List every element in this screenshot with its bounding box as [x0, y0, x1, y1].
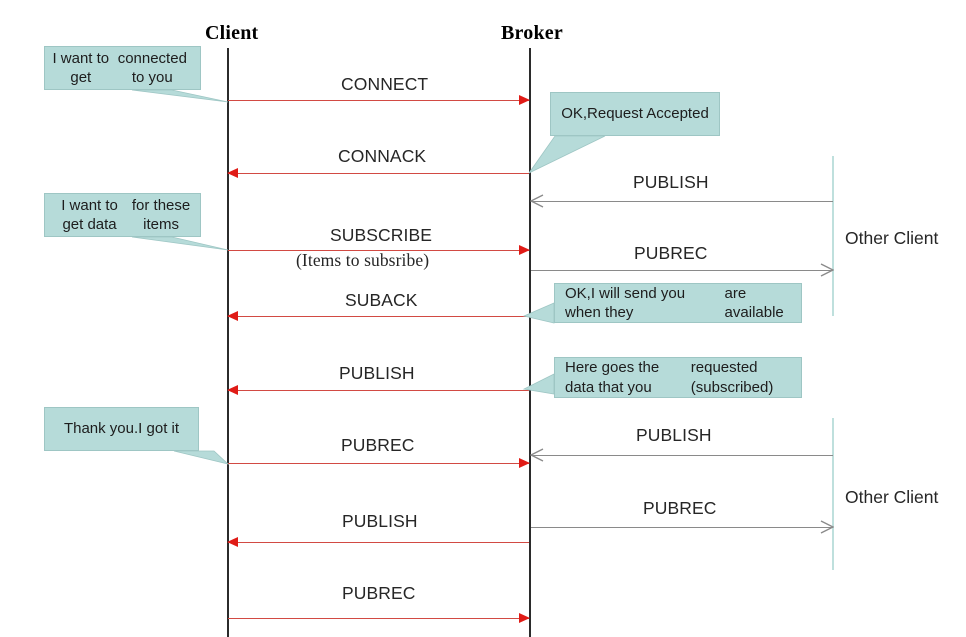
arrow-head-left-icon: [227, 536, 238, 547]
message-label-subscribe: SUBSCRIBE: [330, 225, 433, 245]
message-label-other-pubrec-1: PUBREC: [634, 243, 708, 263]
message-label-other-publish-2: PUBLISH: [636, 425, 712, 445]
callout-box: I want to get data for these items: [44, 193, 201, 237]
arrow-shaft: [228, 100, 529, 101]
callout-line-2: requested (subscribed): [690, 359, 774, 396]
callout-box: OK, Request Accepted: [550, 92, 720, 136]
callout-line-1: OK,I will send you when they: [565, 284, 686, 321]
message-label-pubrec-2: PUBREC: [342, 583, 416, 603]
callout-line-1: OK,: [561, 105, 588, 123]
arrow-head-right-icon: [519, 457, 530, 468]
arrow-head-open-right-icon: [820, 263, 834, 277]
lifeline-broker: [529, 48, 531, 637]
message-sublabel-subscribe-items: (Items to subsribe): [296, 250, 430, 270]
lifeline-other-client-1: [832, 156, 834, 316]
arrow-head-left-icon: [227, 384, 238, 395]
callout-box: Here goes the data that you requested (s…: [554, 357, 802, 398]
callout-box: I want to get connected to you: [44, 46, 201, 90]
arrow-shaft: [228, 250, 529, 251]
actor-header-client: Client: [205, 22, 259, 44]
message-label-connect: CONNECT: [341, 74, 429, 94]
callout-line-2: Request Accepted: [587, 105, 709, 123]
arrow-head-right-icon: [519, 612, 530, 623]
arrow-head-left-icon: [227, 310, 238, 321]
other-client-label-1: Other Client: [845, 228, 939, 248]
callout-line-1: Thank you.: [63, 420, 139, 438]
callout-line-1: I want to get: [52, 49, 110, 86]
message-label-pubrec-1: PUBREC: [341, 435, 415, 455]
arrow-shaft: [228, 173, 529, 174]
message-label-suback: SUBACK: [345, 290, 418, 310]
callout-line-2: connected to you: [117, 49, 187, 86]
message-label-connack: CONNACK: [338, 146, 427, 166]
callout-line-2: for these items: [131, 196, 191, 233]
callout-line-2: are available: [724, 284, 784, 321]
arrow-shaft: [228, 390, 529, 391]
arrow-head-right-icon: [519, 94, 530, 105]
lifeline-client: [227, 48, 229, 637]
actor-header-broker: Broker: [501, 22, 563, 44]
message-label-other-publish-1: PUBLISH: [633, 172, 709, 192]
arrow-head-open-left-icon: [530, 194, 544, 208]
callout-box: Thank you. I got it: [44, 407, 199, 451]
callout-line-1: I want to get data: [61, 196, 118, 233]
arrow-shaft: [228, 463, 529, 464]
callout-line-1: Here goes the data that you: [565, 359, 660, 396]
arrow-shaft: [228, 542, 529, 543]
message-label-publish-1: PUBLISH: [339, 363, 415, 383]
arrow-head-right-icon: [519, 244, 530, 255]
arrow-shaft: [228, 618, 529, 619]
arrow-shaft: [228, 316, 529, 317]
arrow-shaft: [531, 201, 833, 202]
arrow-head-left-icon: [227, 167, 238, 178]
arrow-shaft: [531, 527, 833, 528]
other-client-label-2: Other Client: [845, 487, 939, 507]
arrow-head-open-right-icon: [820, 520, 834, 534]
lifeline-other-client-2: [832, 418, 834, 570]
arrow-shaft: [531, 455, 833, 456]
message-label-publish-2: PUBLISH: [342, 511, 418, 531]
callout-line-2: I got it: [138, 420, 180, 438]
message-label-other-pubrec-2: PUBREC: [643, 498, 717, 518]
arrow-head-open-left-icon: [530, 448, 544, 462]
arrow-shaft: [531, 270, 833, 271]
callout-box: OK,I will send you when they are availab…: [554, 283, 802, 323]
